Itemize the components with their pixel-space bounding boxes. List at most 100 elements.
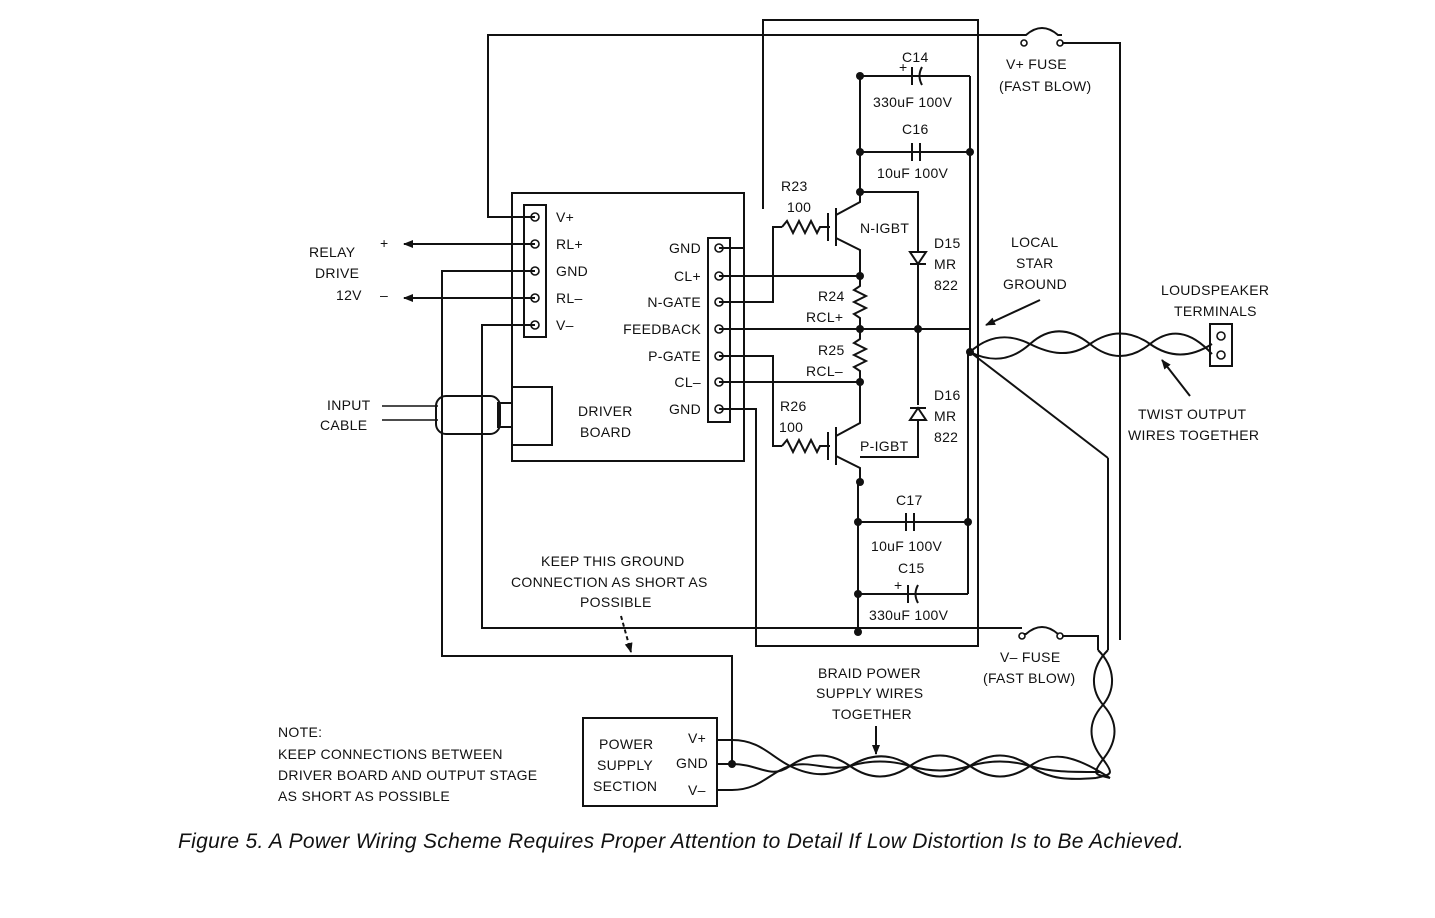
driver-board: DRIVER BOARD bbox=[511, 192, 745, 462]
braid-note-3: TOGETHER bbox=[832, 706, 912, 722]
vminus-fuse-label-2: (FAST BLOW) bbox=[983, 670, 1076, 686]
output-twisted-pair: LOUDSPEAKER TERMINALS TWIST OUTPUT WIRES… bbox=[969, 282, 1269, 443]
pin-label-clminus: CL– bbox=[674, 374, 701, 390]
pin-label-rlplus: RL+ bbox=[556, 236, 583, 252]
c14-value: 330uF 100V bbox=[873, 94, 953, 110]
ps-pin-vminus: V– bbox=[688, 782, 706, 798]
pin-label-gnd-top: GND bbox=[669, 240, 701, 256]
power-supply-label-2: SUPPLY bbox=[597, 757, 653, 773]
note-block: NOTE: KEEP CONNECTIONS BETWEEN DRIVER BO… bbox=[278, 724, 537, 804]
relay-drive: RELAY DRIVE 12V + – bbox=[309, 235, 535, 303]
braid-note-2: SUPPLY WIRES bbox=[816, 685, 923, 701]
loudspeaker-label-2: TERMINALS bbox=[1174, 303, 1257, 319]
board-wiring bbox=[441, 19, 1022, 764]
star-ground-label-1: LOCAL bbox=[1011, 234, 1058, 250]
loudspeaker-label-1: LOUDSPEAKER bbox=[1161, 282, 1269, 298]
c15-value: 330uF 100V bbox=[869, 607, 949, 623]
pin-label-feedback: FEEDBACK bbox=[623, 321, 701, 337]
r25-value: RCL– bbox=[806, 363, 843, 379]
ground-note-3: POSSIBLE bbox=[580, 594, 652, 610]
speaker-terminal-2 bbox=[1216, 350, 1226, 360]
r23-name: R23 bbox=[781, 178, 808, 194]
r25-name: R25 bbox=[818, 342, 845, 358]
twist-note-1: TWIST OUTPUT bbox=[1138, 406, 1246, 422]
pin-label-pgate: P-GATE bbox=[648, 348, 701, 364]
node-c17-right bbox=[964, 518, 972, 526]
star-ground-label-2: STAR bbox=[1016, 255, 1054, 271]
fuses: V+ FUSE (FAST BLOW) V– FUSE (FAST BLOW) bbox=[983, 27, 1121, 686]
node-diode-mid bbox=[914, 325, 922, 333]
c14-polarity: + bbox=[899, 59, 907, 75]
node-c15 bbox=[854, 590, 862, 598]
r23-value: 100 bbox=[787, 199, 811, 215]
driver-left-pins: V+ RL+ GND RL– V– bbox=[530, 209, 588, 333]
d16-name: D16 bbox=[934, 387, 961, 403]
ps-gnd-node bbox=[728, 760, 736, 768]
c14-name: C14 bbox=[902, 49, 929, 65]
r24-name: R24 bbox=[818, 288, 845, 304]
speaker-terminal-1 bbox=[1216, 331, 1226, 341]
node-c17 bbox=[854, 518, 862, 526]
braided-supply-wires: BRAID POWER SUPPLY WIRES TOGETHER bbox=[731, 649, 1116, 791]
note-title: NOTE: bbox=[278, 724, 322, 740]
ground-note-2: CONNECTION AS SHORT AS bbox=[511, 574, 708, 590]
note-line-2: KEEP CONNECTIONS BETWEEN bbox=[278, 746, 503, 762]
c15-polarity: + bbox=[894, 577, 902, 593]
node-c16 bbox=[856, 148, 864, 156]
pin-label-clplus: CL+ bbox=[674, 268, 701, 284]
pin-label-ngate: N-GATE bbox=[647, 294, 701, 310]
twist-note-2: WIRES TOGETHER bbox=[1128, 427, 1259, 443]
c16-name: C16 bbox=[902, 121, 929, 137]
vplus-fuse-terminal-a bbox=[1020, 39, 1028, 47]
star-ground-label-3: GROUND bbox=[1003, 276, 1067, 292]
vplus-fuse-label-2: (FAST BLOW) bbox=[999, 78, 1092, 94]
output-stage: + C14 330uF 100V C16 10uF 100V D15 MR 82… bbox=[779, 49, 974, 636]
driver-board-label: DRIVER bbox=[578, 403, 633, 419]
star-ground: LOCAL STAR GROUND bbox=[966, 234, 1109, 650]
ps-pin-vplus: V+ bbox=[688, 730, 706, 746]
d16-l2: MR bbox=[934, 408, 956, 424]
node-vminus-rail bbox=[854, 628, 862, 636]
nigbt-label: N-IGBT bbox=[860, 220, 909, 236]
power-supply-label-1: POWER bbox=[599, 736, 653, 752]
relay-plus: + bbox=[380, 235, 388, 251]
pin-label-rlminus: RL– bbox=[556, 290, 583, 306]
relay-label-2: DRIVE bbox=[315, 265, 359, 281]
vplus-fuse-label: V+ FUSE bbox=[1006, 56, 1067, 72]
driver-board-label-2: BOARD bbox=[580, 424, 631, 440]
pin-label-vminus: V– bbox=[556, 317, 574, 333]
input-cable: INPUT CABLE bbox=[320, 395, 513, 435]
node-c14 bbox=[856, 72, 864, 80]
relay-minus: – bbox=[380, 287, 388, 303]
ground-note: KEEP THIS GROUND CONNECTION AS SHORT AS … bbox=[511, 553, 708, 653]
c17-name: C17 bbox=[896, 492, 923, 508]
c17-value: 10uF 100V bbox=[871, 538, 943, 554]
pin-label-gnd-bottom: GND bbox=[669, 401, 701, 417]
vminus-fuse-terminal-a bbox=[1018, 632, 1026, 640]
relay-label-1: RELAY bbox=[309, 244, 356, 260]
r26-name: R26 bbox=[780, 398, 807, 414]
power-supply-section: POWER SUPPLY SECTION V+ GND V– bbox=[582, 717, 736, 807]
pigbt-label: P-IGBT bbox=[860, 438, 909, 454]
input-cable-label-1: INPUT bbox=[327, 397, 371, 413]
r26-value: 100 bbox=[779, 419, 803, 435]
pin-label-vplus: V+ bbox=[556, 209, 574, 225]
input-cable-label-2: CABLE bbox=[320, 417, 367, 433]
c16-value: 10uF 100V bbox=[877, 165, 949, 181]
pin-label-gnd: GND bbox=[556, 263, 588, 279]
braid-note-1: BRAID POWER bbox=[818, 665, 921, 681]
note-line-3: DRIVER BOARD AND OUTPUT STAGE bbox=[278, 767, 537, 783]
ps-pin-gnd: GND bbox=[676, 755, 708, 771]
relay-label-3: 12V bbox=[336, 287, 362, 303]
ground-note-1: KEEP THIS GROUND bbox=[541, 553, 685, 569]
d15-l3: 822 bbox=[934, 277, 958, 293]
figure-caption: Figure 5. A Power Wiring Scheme Requires… bbox=[178, 830, 1184, 853]
c15-name: C15 bbox=[898, 560, 925, 576]
d15-l2: MR bbox=[934, 256, 956, 272]
vminus-fuse-label: V– FUSE bbox=[1000, 649, 1060, 665]
d16-l3: 822 bbox=[934, 429, 958, 445]
r24-value: RCL+ bbox=[806, 309, 843, 325]
power-supply-label-3: SECTION bbox=[593, 778, 657, 794]
note-line-4: AS SHORT AS POSSIBLE bbox=[278, 788, 450, 804]
